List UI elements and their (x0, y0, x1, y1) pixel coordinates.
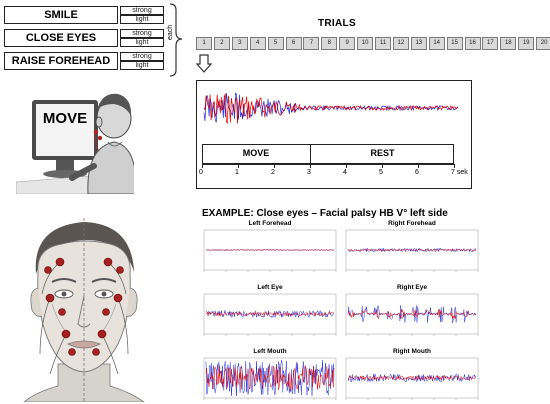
timeline-tick-mark (274, 164, 275, 168)
panel-title: Right Eye (397, 284, 427, 291)
intensity-light: light (120, 15, 164, 24)
timeline-tick-label: 5 (379, 169, 383, 176)
trial-box: 12 (392, 37, 409, 50)
task-name: CLOSE EYES (4, 29, 118, 47)
trial-box: 11 (375, 37, 391, 50)
trial-box: 15 (446, 37, 463, 50)
panel-plot (203, 229, 337, 272)
panel-title: Left Forehead (248, 220, 292, 227)
task-row-close-eyes: CLOSE EYES strong light (4, 29, 164, 47)
trial-box: 13 (410, 37, 427, 50)
emg-signal-trace (203, 92, 459, 124)
timeline-tick-mark (202, 164, 203, 168)
intensity-strong: strong (120, 6, 164, 15)
monitor-move-text: MOVE (42, 110, 88, 127)
task-row-smile: SMILE strong light (4, 6, 164, 24)
trial-box: 16 (464, 37, 481, 50)
trial-box: 5 (267, 37, 284, 50)
timeline-tick-mark (454, 164, 455, 168)
panel-title: Right Forehead (388, 220, 436, 227)
trial-box: 17 (482, 37, 499, 50)
trial-box: 8 (321, 37, 338, 50)
task-name: RAISE FOREHEAD (4, 52, 118, 70)
timeline-tick-label: 6 (415, 169, 419, 176)
task-name: SMILE (4, 6, 118, 24)
trials-title: TRIALS (318, 18, 356, 29)
trial-box: 20 (536, 37, 550, 50)
person-at-monitor-illustration (16, 93, 134, 194)
panel-plot (203, 357, 337, 400)
timeline-tick-label: 0 (199, 169, 203, 176)
timeline-tick-mark (346, 164, 347, 168)
trial-box: 10 (357, 37, 374, 50)
panel-signal-line (205, 309, 335, 319)
trial-box: 9 (339, 37, 356, 50)
trial-box: 2 (213, 37, 230, 50)
timeline-tick-mark (238, 164, 239, 168)
intensity-light: light (120, 38, 164, 47)
timeline-tick-label: 4 (343, 169, 347, 176)
timeline-tick-label: 2 (271, 169, 275, 176)
trial-box: 19 (518, 37, 535, 50)
panel-signal-line (347, 373, 477, 383)
emg-trace-line (203, 93, 459, 124)
timeline-bar (202, 144, 454, 164)
panel-plot (345, 357, 479, 400)
panel-signal-line (205, 311, 335, 317)
panel-signal-line (205, 249, 335, 251)
each-brace (169, 3, 183, 77)
timeline-tick-label: 7 sek (451, 169, 468, 176)
trial-box: 1 (196, 37, 212, 50)
timeline-tick-mark (382, 164, 383, 168)
panel-title: Right Mouth (393, 348, 431, 355)
rest-phase-label: REST (370, 148, 395, 158)
intensity-light: light (120, 61, 164, 70)
timeline-tick-mark (418, 164, 419, 168)
intensity-strong: strong (120, 52, 164, 61)
example-title: EXAMPLE: Close eyes – Facial palsy HB V°… (202, 208, 448, 219)
trial-box: 4 (249, 37, 266, 50)
panel-axes (203, 357, 337, 399)
face-electrode-illustration (23, 218, 145, 402)
panel-signal-line (205, 248, 335, 252)
panel-signal-line (347, 374, 477, 381)
trial-box: 3 (231, 37, 248, 50)
timeline-divider (310, 144, 311, 164)
panel-signal-line (205, 365, 335, 391)
panel-signal-line (347, 304, 477, 324)
move-phase-label: MOVE (242, 148, 270, 158)
timeline-tick-label: 1 (235, 169, 239, 176)
panel-signal-line (347, 309, 477, 320)
each-label: each (167, 24, 174, 40)
trial-box: 7 (303, 37, 320, 50)
trial-box: 18 (500, 37, 517, 50)
timeline-tick-mark (310, 164, 311, 168)
down-arrow-icon (196, 54, 212, 73)
signal-frame (196, 80, 472, 189)
panel-plot (345, 229, 479, 272)
panel-plot (345, 293, 479, 336)
intensity-strong: strong (120, 29, 164, 38)
panel-signal-line (347, 248, 477, 252)
panel-signal-line (205, 360, 335, 397)
task-row-raise-forehead: RAISE FOREHEAD strong light (4, 52, 164, 70)
timeline-tick-label: 3 (307, 169, 311, 176)
panel-signal-line (347, 247, 477, 253)
panel-title: Left Mouth (253, 348, 287, 355)
panel-plot (203, 293, 337, 336)
panel-title: Left Eye (257, 284, 283, 291)
trial-box: 14 (428, 37, 445, 50)
timeline-axis (202, 164, 454, 165)
trial-box: 6 (285, 37, 302, 50)
